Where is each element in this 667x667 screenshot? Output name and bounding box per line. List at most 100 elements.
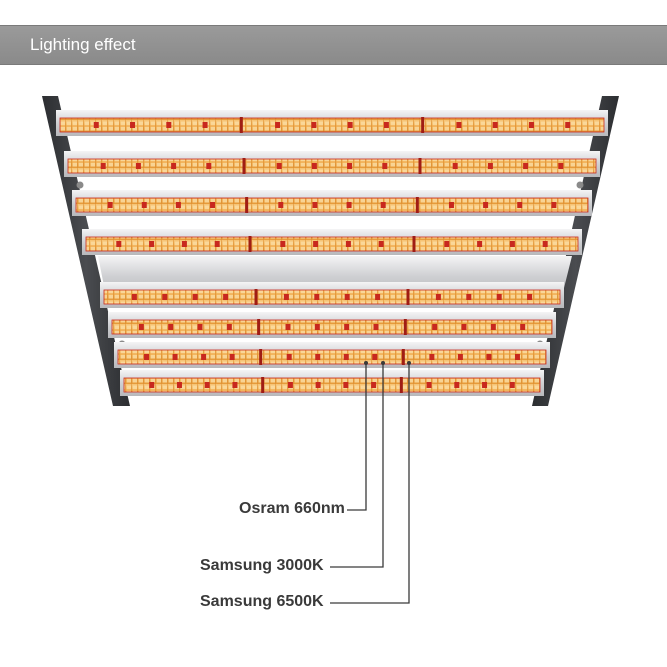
red-diode xyxy=(202,122,208,128)
red-diode xyxy=(565,122,571,128)
red-diode xyxy=(347,122,353,128)
red-diode xyxy=(344,294,350,300)
red-diode xyxy=(551,202,557,208)
red-diode xyxy=(315,354,321,360)
red-diode xyxy=(171,163,177,169)
mount-knob xyxy=(76,181,84,189)
red-diode xyxy=(380,202,386,208)
red-diode xyxy=(343,382,349,388)
red-diode xyxy=(93,122,99,128)
leader-dots xyxy=(364,361,411,365)
red-diode xyxy=(523,163,529,169)
led-bars xyxy=(56,110,608,396)
red-diode xyxy=(285,324,291,330)
callout-osram-660nm: Osram 660nm xyxy=(239,500,345,517)
red-diode xyxy=(181,241,187,247)
red-diode xyxy=(517,202,523,208)
red-diode xyxy=(520,324,526,330)
red-diode xyxy=(144,354,150,360)
section-header-bar: Lighting effect xyxy=(0,25,667,65)
red-diode xyxy=(175,202,181,208)
red-diode xyxy=(378,241,384,247)
red-diode xyxy=(100,163,106,169)
red-diode xyxy=(461,324,467,330)
red-diode xyxy=(454,382,460,388)
leader-samsung-3000k xyxy=(330,363,384,568)
red-diode xyxy=(226,324,232,330)
red-diode xyxy=(116,241,122,247)
red-diode xyxy=(176,382,182,388)
red-diode xyxy=(466,294,472,300)
red-diode xyxy=(232,382,238,388)
red-diode xyxy=(172,354,178,360)
red-diode xyxy=(223,294,229,300)
red-diode xyxy=(496,294,502,300)
red-diode xyxy=(149,382,155,388)
led-bar xyxy=(120,370,544,396)
leader-samsung-6500k xyxy=(330,363,410,604)
callout-samsung-3000k: Samsung 3000K xyxy=(200,557,324,574)
red-diode xyxy=(558,163,564,169)
red-diode xyxy=(344,324,350,330)
red-diode xyxy=(490,324,496,330)
red-diode xyxy=(149,241,155,247)
red-diode xyxy=(311,163,317,169)
red-diode xyxy=(343,354,349,360)
red-diode xyxy=(107,202,113,208)
led-bar xyxy=(100,282,564,308)
red-diode xyxy=(275,122,281,128)
red-diode xyxy=(278,202,284,208)
red-diode xyxy=(432,324,438,330)
red-diode xyxy=(135,163,141,169)
red-diode xyxy=(429,354,435,360)
red-diode xyxy=(280,241,286,247)
red-diode xyxy=(287,382,293,388)
red-diode xyxy=(197,324,203,330)
red-diode xyxy=(130,122,136,128)
red-diode xyxy=(382,163,388,169)
red-diode xyxy=(204,382,210,388)
red-diode xyxy=(283,294,289,300)
red-diode xyxy=(314,294,320,300)
callout-leaders xyxy=(330,363,410,604)
red-diode xyxy=(214,241,220,247)
red-diode xyxy=(206,163,212,169)
red-diode xyxy=(210,202,216,208)
red-diode xyxy=(457,354,463,360)
callout-samsung-6500k: Samsung 6500K xyxy=(200,593,324,610)
red-diode xyxy=(131,294,137,300)
red-diode xyxy=(276,163,282,169)
red-diode xyxy=(527,294,533,300)
red-diode xyxy=(141,202,147,208)
red-diode xyxy=(372,354,378,360)
red-diode xyxy=(444,241,450,247)
red-diode xyxy=(314,324,320,330)
red-diode xyxy=(311,122,317,128)
led-bar xyxy=(72,190,592,216)
red-diode xyxy=(312,202,318,208)
red-diode xyxy=(371,382,377,388)
red-diode xyxy=(542,241,548,247)
red-diode xyxy=(452,163,458,169)
red-diode xyxy=(486,354,492,360)
red-diode xyxy=(201,354,207,360)
red-diode xyxy=(192,294,198,300)
led-bar xyxy=(82,229,582,255)
red-diode xyxy=(435,294,441,300)
led-bar xyxy=(114,342,550,368)
red-diode xyxy=(487,163,493,169)
led-bar xyxy=(56,110,608,136)
red-diode xyxy=(166,122,172,128)
leader-osram xyxy=(347,363,367,511)
red-diode xyxy=(483,202,489,208)
section-title: Lighting effect xyxy=(30,35,136,54)
red-diode xyxy=(346,202,352,208)
red-diode xyxy=(313,241,319,247)
red-diode xyxy=(138,324,144,330)
red-diode xyxy=(168,324,174,330)
red-diode xyxy=(373,324,379,330)
red-diode xyxy=(477,241,483,247)
red-diode xyxy=(383,122,389,128)
red-diode xyxy=(426,382,432,388)
